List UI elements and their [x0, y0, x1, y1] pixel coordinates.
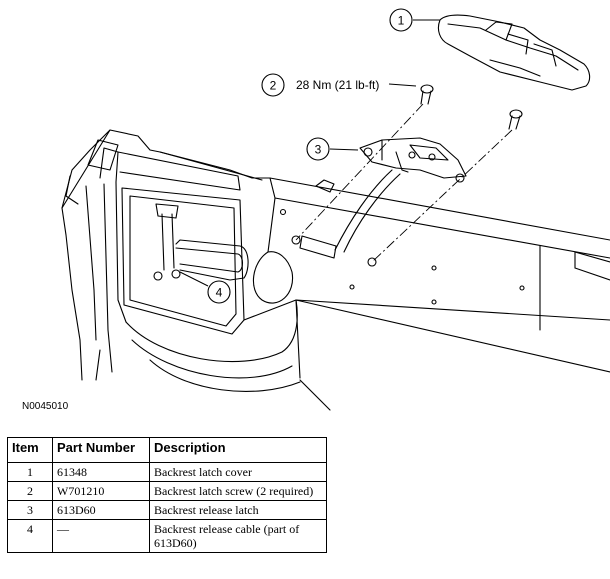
row-part-number: 613D60 [52, 500, 150, 520]
callout-3: 3 [306, 137, 330, 161]
row-item: 3 [7, 500, 53, 520]
alignment-line-left [295, 103, 424, 241]
callout-4: 4 [207, 280, 231, 304]
release-latch [359, 137, 467, 183]
callout-3-leader [329, 148, 359, 151]
row-description: Backrest release cable (part of 613D60) [149, 519, 327, 553]
row-part-number: W701210 [52, 481, 150, 501]
callout-2: 2 28 Nm (21 lb-ft) [261, 73, 379, 97]
row-item: 2 [7, 481, 53, 501]
release-cable [153, 169, 401, 281]
latch-cover [437, 14, 591, 91]
callout-2-number: 2 [270, 79, 277, 93]
callout-4-leader [179, 271, 209, 287]
row-description: Backrest latch screw (2 required) [149, 481, 327, 501]
row-part-number: 61348 [52, 462, 150, 482]
callout-3-number: 3 [315, 143, 322, 157]
table-row: 2 W701210 Backrest latch screw (2 requir… [7, 481, 327, 501]
parts-table: Item Part Number Description 1 61348 Bac… [7, 437, 327, 553]
alignment-line-right [371, 129, 513, 263]
row-description: Backrest latch cover [149, 462, 327, 482]
latch-screw-left [420, 84, 434, 105]
figure-id: N0045010 [22, 401, 69, 412]
parts-table-header: Item Part Number Description [7, 437, 327, 463]
table-row: 3 613D60 Backrest release latch [7, 500, 327, 520]
header-part-number: Part Number [52, 437, 150, 463]
callout-2-leader [388, 83, 417, 87]
torque-spec-label: 28 Nm (21 lb-ft) [296, 78, 379, 92]
latch-screw-right [508, 109, 523, 130]
exploded-view-diagram: 1 2 28 Nm (21 lb-ft) 3 4 [61, 8, 610, 411]
row-item: 4 [7, 519, 53, 553]
callout-1-number: 1 [398, 14, 405, 28]
table-row: 4 — Backrest release cable (part of 613D… [7, 519, 327, 553]
row-part-number: — [52, 519, 150, 553]
seat-frame [61, 129, 610, 411]
row-item: 1 [7, 462, 53, 482]
row-description: Backrest release latch [149, 500, 327, 520]
callout-1: 1 [389, 8, 413, 32]
header-description: Description [149, 437, 327, 463]
callout-4-number: 4 [216, 286, 223, 300]
header-item: Item [7, 437, 53, 463]
table-row: 1 61348 Backrest latch cover [7, 462, 327, 482]
